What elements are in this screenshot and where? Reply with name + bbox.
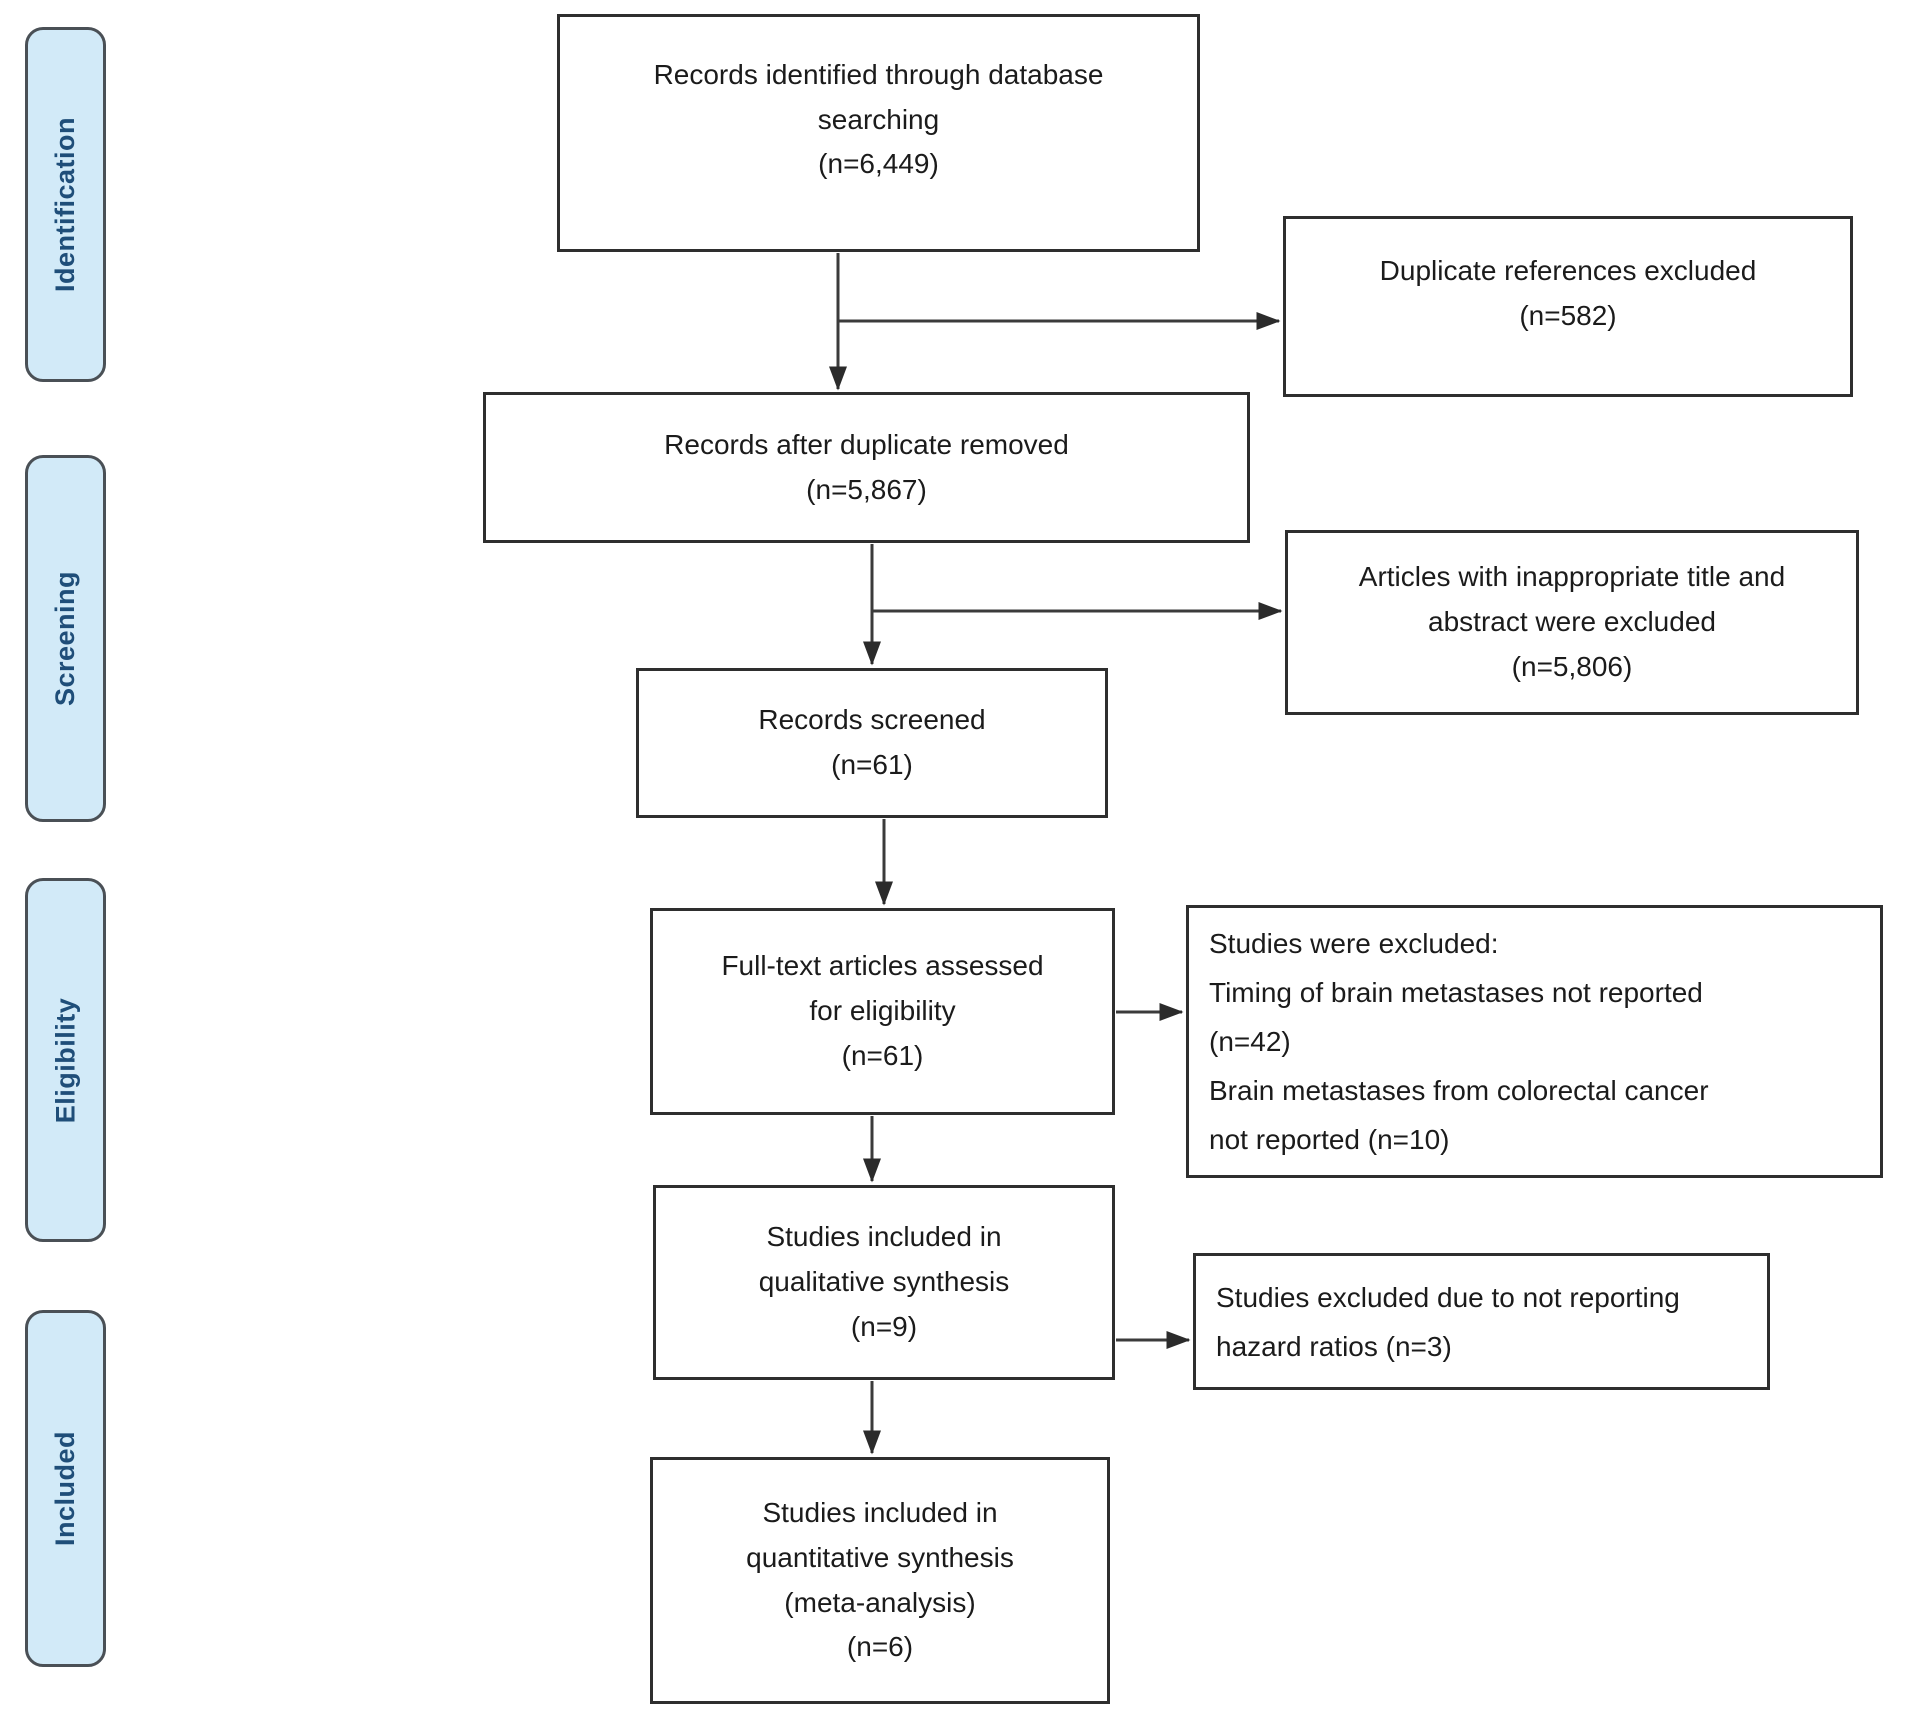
box-line: (n=6): [846, 1631, 914, 1663]
stage-eligibility: Eligibility: [25, 878, 106, 1242]
box-line: Duplicate references excluded: [1379, 254, 1757, 286]
box-records-screened: Records screened (n=61): [636, 668, 1108, 818]
box-line: Studies were excluded:: [1209, 928, 1499, 959]
box-line: Brain metastases from colorectal cancer: [1209, 1075, 1709, 1106]
box-line: (n=582): [1519, 299, 1617, 331]
box-title-abstract-excluded: Articles with inappropriate title and ab…: [1285, 530, 1859, 715]
box-line: Timing of brain metastases not reported: [1209, 977, 1703, 1008]
stage-eligibility-label: Eligibility: [50, 997, 81, 1123]
box-records-identified: Records identified through database sear…: [557, 14, 1200, 252]
box-no-hazard-ratio-excluded: Studies excluded due to not reporting ha…: [1193, 1253, 1770, 1390]
stage-included-label: Included: [50, 1430, 81, 1547]
box-fulltext-exclusion-reasons: Studies were excluded: Timing of brain m…: [1186, 905, 1883, 1178]
box-line: (meta-analysis): [784, 1586, 976, 1618]
box-fulltext-assessed: Full-text articles assessed for eligibil…: [650, 908, 1115, 1115]
box-line: abstract were excluded: [1428, 606, 1716, 638]
box-line: (n=5,867): [806, 473, 927, 505]
box-line: Records identified through database: [653, 58, 1104, 90]
box-line: Studies included in: [762, 1496, 998, 1528]
stage-included: Included: [25, 1310, 106, 1667]
stage-identification: Identification: [25, 27, 106, 382]
box-line: (n=61): [841, 1039, 924, 1071]
box-line: Studies included in: [766, 1221, 1002, 1253]
stage-screening-label: Screening: [50, 570, 81, 707]
stage-screening: Screening: [25, 455, 106, 822]
box-line: hazard ratios (n=3): [1216, 1330, 1452, 1362]
box-line: Studies excluded due to not reporting: [1216, 1281, 1680, 1313]
box-records-after-duplicates-removed: Records after duplicate removed (n=5,867…: [483, 392, 1250, 543]
box-line: (n=5,806): [1511, 650, 1633, 682]
box-line: Records screened: [758, 704, 986, 736]
box-duplicates-excluded: Duplicate references excluded (n=582): [1283, 216, 1853, 397]
box-line: Full-text articles assessed: [721, 950, 1044, 982]
box-line: for eligibility: [809, 995, 956, 1027]
box-line: searching: [817, 103, 940, 135]
box-line: (n=6,449): [818, 148, 939, 180]
box-line: (n=42): [1209, 1026, 1291, 1057]
box-line: Articles with inappropriate title and: [1358, 561, 1786, 593]
box-line: Records after duplicate removed: [664, 428, 1069, 460]
box-line: quantitative synthesis: [746, 1541, 1014, 1573]
stage-identification-label: Identification: [50, 117, 80, 292]
box-line: (n=9): [850, 1310, 918, 1342]
box-qualitative-synthesis: Studies included in qualitative synthesi…: [653, 1185, 1115, 1380]
box-line: qualitative synthesis: [758, 1266, 1010, 1298]
box-line: (n=61): [831, 749, 913, 780]
box-line: not reported (n=10): [1209, 1124, 1450, 1155]
box-quantitative-synthesis: Studies included in quantitative synthes…: [650, 1457, 1110, 1704]
